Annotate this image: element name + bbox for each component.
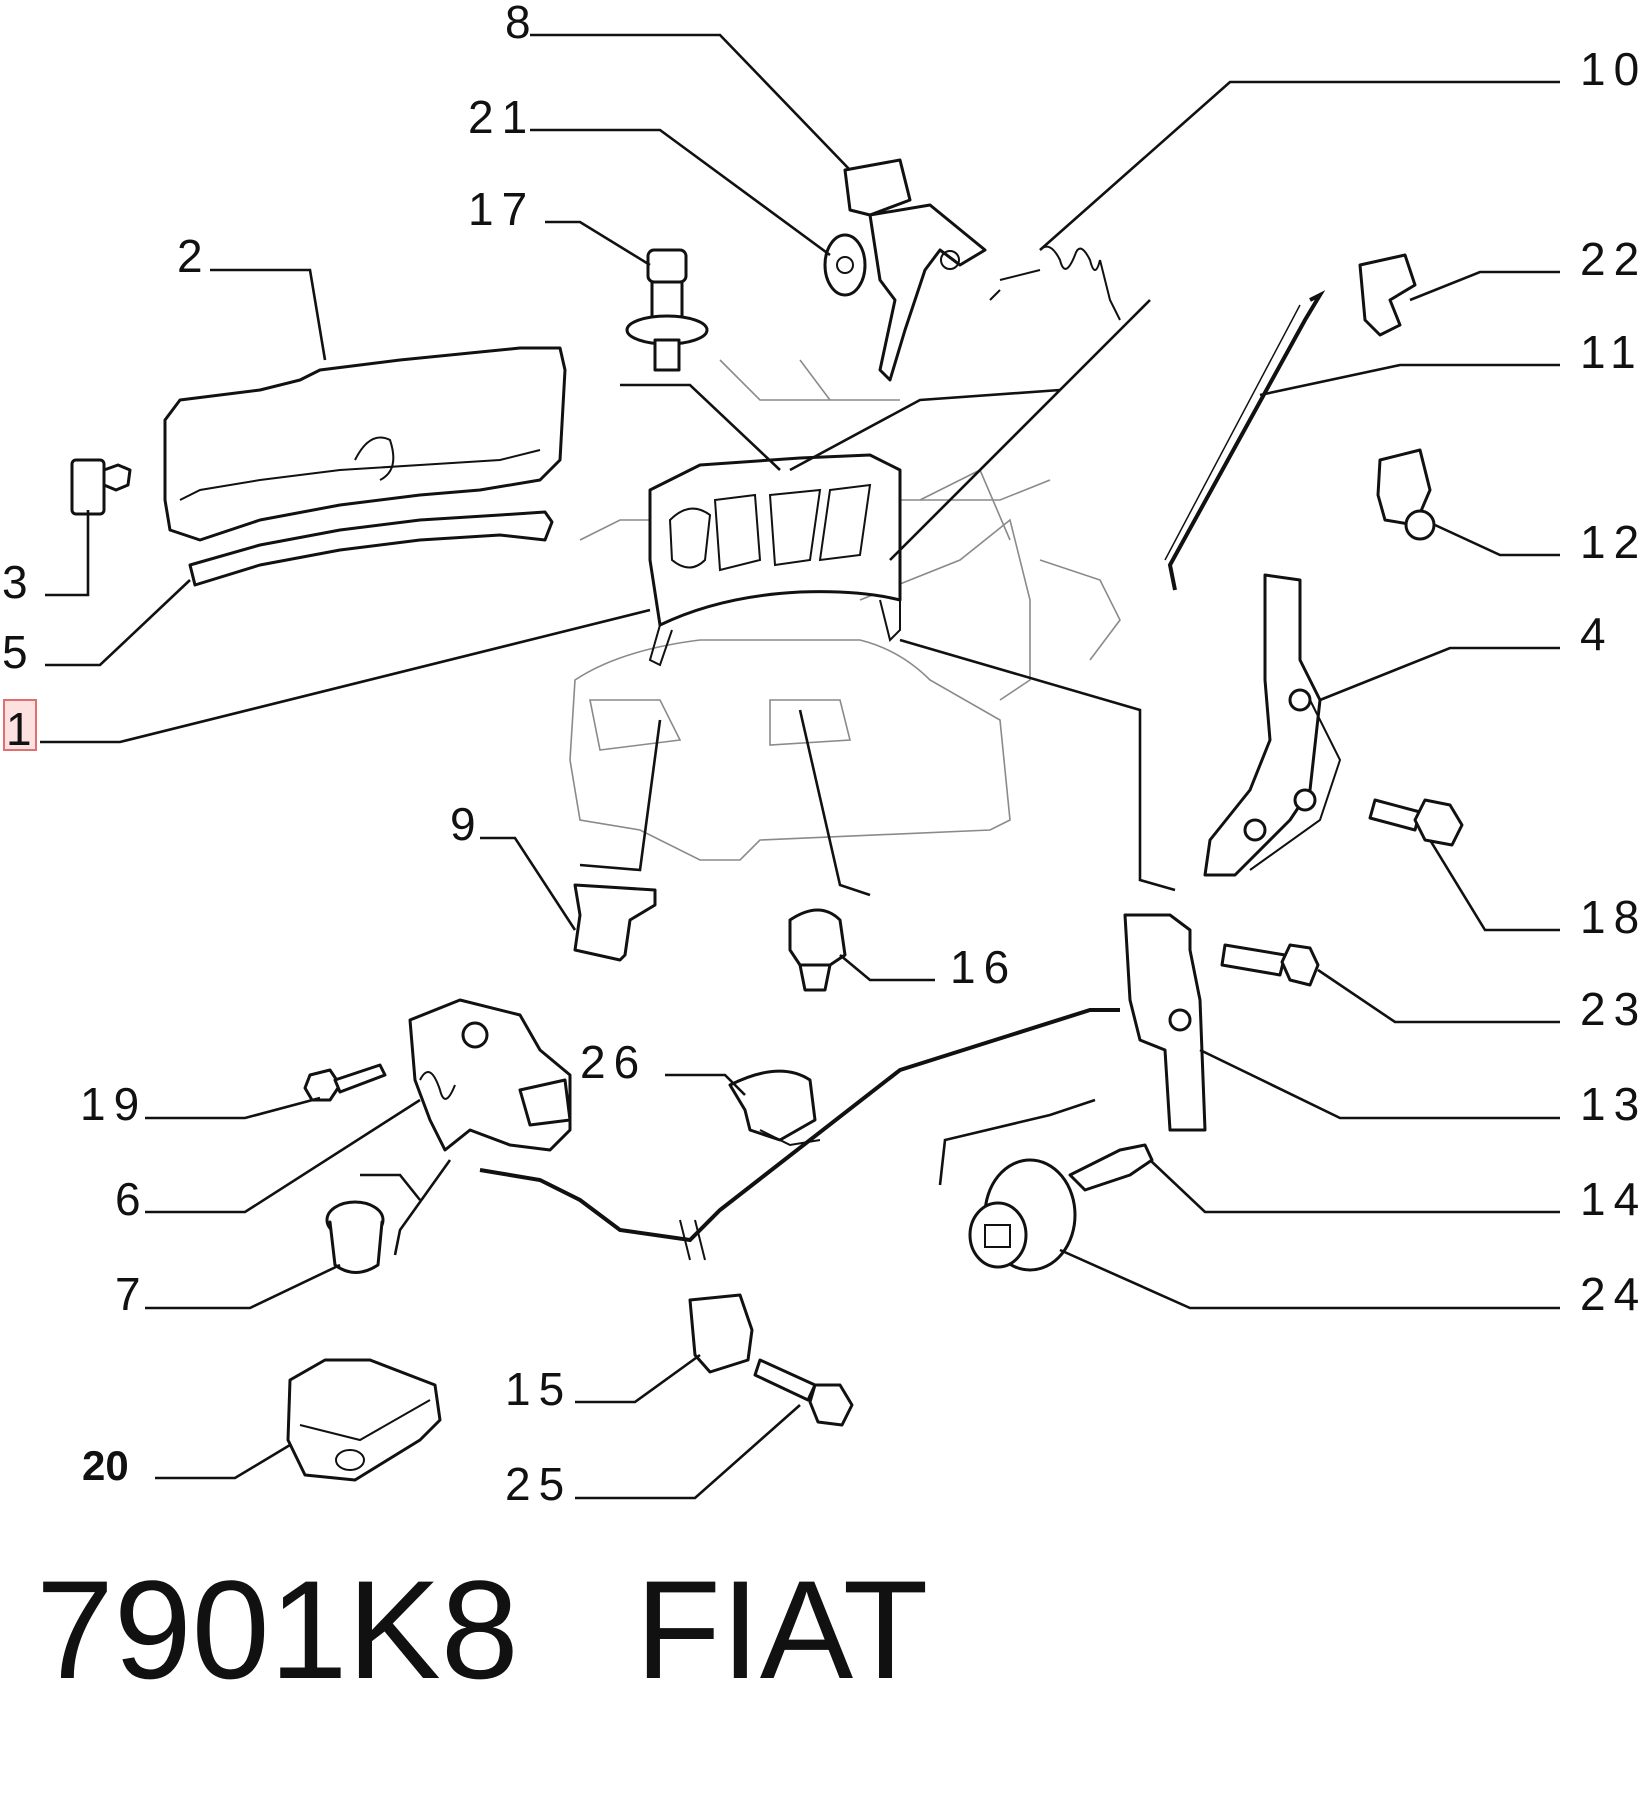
bolt-part-18 xyxy=(1368,798,1464,847)
leader-lines xyxy=(40,33,1560,1500)
callout-label: 2 xyxy=(177,230,211,282)
hood-lock-part-6 xyxy=(408,998,572,1152)
release-lever-part-13 xyxy=(1123,913,1207,1132)
bracket-part-8 xyxy=(843,158,987,382)
hinge-bolt-part-17 xyxy=(625,248,709,372)
callout-label: 17 xyxy=(468,183,535,235)
callout-label: 26 xyxy=(580,1036,647,1088)
hood-insulation-panel xyxy=(163,346,567,542)
callout-label: 4 xyxy=(1580,608,1614,660)
release-knob-part-24 xyxy=(968,1158,1077,1272)
callout-label: 19 xyxy=(80,1078,147,1130)
cable-end-part-14 xyxy=(1068,1143,1154,1192)
clip-part-3 xyxy=(70,458,132,516)
hood-seal-strip xyxy=(188,510,554,587)
buffer-bracket-part-9 xyxy=(573,883,657,962)
rubber-stop-part-16 xyxy=(788,908,847,992)
callout-label: 23 xyxy=(1580,983,1645,1035)
return-spring-part-10 xyxy=(989,245,1121,321)
callout-label: 22 xyxy=(1580,233,1645,285)
callout-label: 21 xyxy=(468,91,535,143)
callout-label: 24 xyxy=(1580,1268,1645,1320)
screw-part-19 xyxy=(303,1063,387,1102)
diagram-footer: 7901K8 FIAT xyxy=(36,1560,928,1700)
callout-label-highlighted: 1 xyxy=(6,703,40,755)
callout-label: 5 xyxy=(2,626,36,678)
callout-label: 16 xyxy=(950,941,1017,993)
callout-label: 14 xyxy=(1580,1173,1645,1225)
part-code: 7901K8 xyxy=(36,1551,519,1708)
callout-label: 9 xyxy=(450,798,484,850)
clip-part-15 xyxy=(688,1293,754,1374)
hood-hinge-part-4 xyxy=(1203,573,1342,877)
callout-label: 8 xyxy=(505,0,539,48)
rod-clip-part-12 xyxy=(1376,448,1436,541)
callout-label: 13 xyxy=(1580,1078,1645,1130)
buffer-block-part-20 xyxy=(286,1358,442,1482)
brand-name: FIAT xyxy=(635,1551,929,1708)
callout-label: 6 xyxy=(115,1173,149,1225)
callout-label: 3 xyxy=(2,556,36,608)
screw-part-25 xyxy=(753,1358,854,1427)
callout-label: 12 xyxy=(1580,516,1645,568)
bushing-part-7 xyxy=(325,1200,385,1274)
callout-label: 11 xyxy=(1580,326,1644,378)
cable-clip-part-22 xyxy=(1358,253,1417,337)
callout-label: 15 xyxy=(505,1363,572,1415)
callout-label: 10 xyxy=(1580,43,1645,95)
highlight-box xyxy=(3,699,37,751)
callout-label: 7 xyxy=(115,1268,149,1320)
prop-rod-part-11 xyxy=(1164,290,1326,591)
release-cable xyxy=(479,1008,1120,1261)
cable-clamp-part-26 xyxy=(728,1069,821,1147)
bonnet-panel xyxy=(648,453,902,667)
push-nut-part-21 xyxy=(823,233,867,297)
callout-label: 18 xyxy=(1580,891,1645,943)
bolt-part-23 xyxy=(1220,943,1320,987)
callout-labels: 8 10 21 17 2 22 11 12 3 4 5 1 9 18 16 23… xyxy=(2,0,1645,1510)
callout-label: 25 xyxy=(505,1458,572,1510)
callout-label: 20 xyxy=(82,1442,129,1489)
